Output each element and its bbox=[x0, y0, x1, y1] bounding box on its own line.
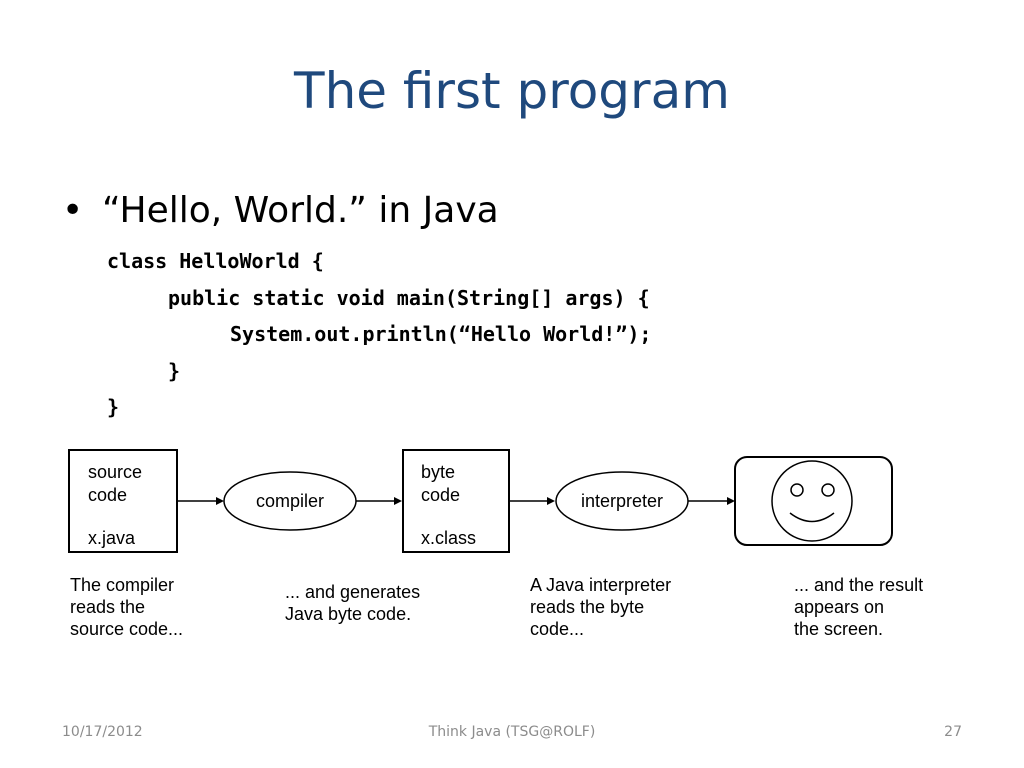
caption-interpreter: A Java interpreter reads the byte code..… bbox=[530, 575, 672, 639]
interpreter-label: interpreter bbox=[581, 491, 663, 511]
arrow-right-icon bbox=[356, 497, 402, 505]
byte-label: byte bbox=[421, 462, 455, 482]
footer-title: Think Java (TSG@ROLF) bbox=[428, 724, 596, 740]
code-line-3: System.out.println(“Hello World!”); bbox=[230, 322, 652, 346]
source-code-label: code bbox=[88, 485, 127, 505]
arrow-right-icon bbox=[177, 497, 224, 505]
caption-result: ... and the result appears on the screen… bbox=[794, 575, 924, 639]
bullet-item: • “Hello, World.” in Java bbox=[62, 190, 499, 231]
compiler-label: compiler bbox=[256, 491, 324, 511]
footer-date: 10/17/2012 bbox=[62, 724, 143, 740]
slide-title: The first program bbox=[294, 62, 730, 120]
arrow-right-icon bbox=[688, 497, 735, 505]
screen-box bbox=[734, 456, 893, 546]
source-label: source bbox=[88, 462, 142, 482]
byte-code-label: code bbox=[421, 485, 460, 505]
bullet-dot-icon: • bbox=[62, 190, 84, 231]
code-line-5: } bbox=[107, 395, 120, 419]
caption-bytecode: ... and generates Java byte code. bbox=[285, 582, 421, 624]
compile-flow-diagram: source code x.java compiler byte code x.… bbox=[68, 449, 893, 553]
page-number: 27 bbox=[944, 724, 962, 740]
caption-compiler: The compiler reads the source code... bbox=[70, 575, 184, 639]
source-code-box: source code x.java bbox=[68, 449, 178, 553]
code-line-2: public static void main(String[] args) { bbox=[168, 286, 650, 310]
byte-code-box: byte code x.class bbox=[402, 449, 510, 553]
smiley-face-icon bbox=[771, 460, 853, 542]
arrow-right-icon bbox=[509, 497, 555, 505]
code-line-4: } bbox=[168, 359, 181, 383]
interpreter-node: interpreter bbox=[555, 471, 689, 531]
bullet-text: “Hello, World.” in Java bbox=[102, 190, 499, 231]
code-line-1: class HelloWorld { bbox=[107, 249, 324, 273]
class-file-label: x.class bbox=[421, 528, 476, 548]
compiler-node: compiler bbox=[223, 471, 357, 531]
source-file-label: x.java bbox=[88, 528, 136, 548]
